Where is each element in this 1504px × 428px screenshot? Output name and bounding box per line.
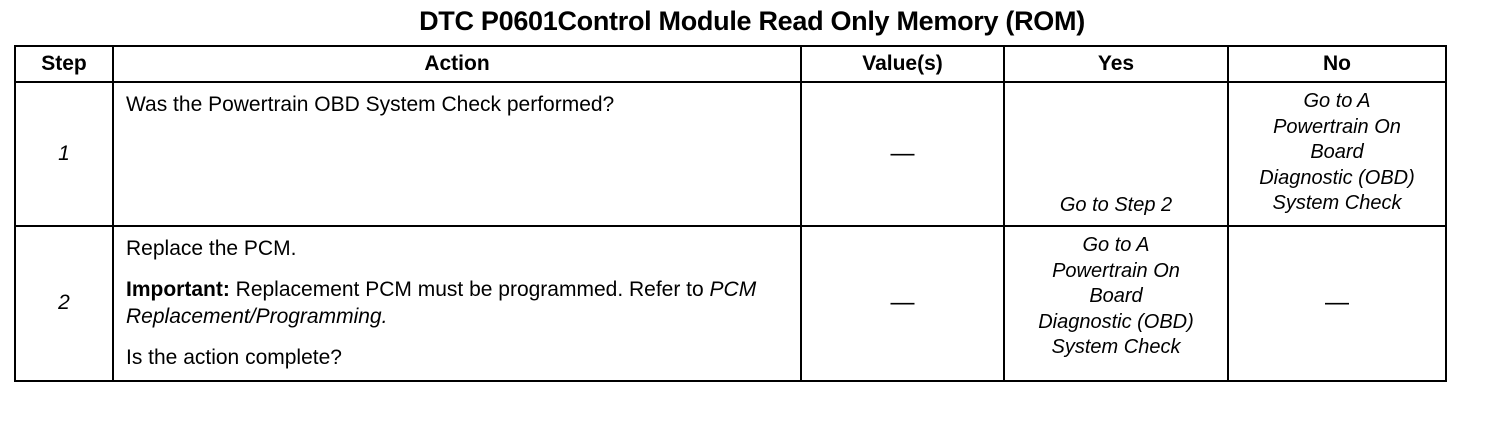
action-text: Replace the PCM. xyxy=(126,237,297,260)
branch-line: Diagnostic (OBD) xyxy=(1038,310,1194,333)
column-header-step: Step xyxy=(14,45,114,83)
no-dash: — xyxy=(1325,289,1349,317)
table-header-row: Step Action Value(s) Yes No xyxy=(14,45,1447,83)
branch-line: System Check xyxy=(1051,336,1181,359)
table-body: 1 Was the Powertrain OBD System Check pe… xyxy=(14,81,1447,382)
action-cell: Was the Powertrain OBD System Check perf… xyxy=(112,81,802,227)
no-cell: Go to A Powertrain On Board Diagnostic (… xyxy=(1227,81,1447,227)
branch-line: System Check xyxy=(1272,192,1402,215)
step-cell: 2 xyxy=(14,225,114,382)
action-text: Was the Powertrain OBD System Check perf… xyxy=(126,93,615,116)
branch-line: Board xyxy=(1310,141,1364,164)
yes-branch-text: Go to Step 2 xyxy=(1005,83,1227,225)
branch-line: Go to A xyxy=(1303,90,1371,112)
branch-line: Go to A xyxy=(1082,234,1150,256)
column-header-value: Value(s) xyxy=(800,45,1005,83)
value-dash: — xyxy=(890,289,915,317)
action-important-note: Important: Replacement PCM must be progr… xyxy=(126,276,790,331)
column-header-action: Action xyxy=(112,45,802,83)
page-title: DTC P0601Control Module Read Only Memory… xyxy=(419,6,1085,36)
step-cell: 1 xyxy=(14,81,114,227)
reference-italic: PCM Replacement/Programming. xyxy=(126,277,757,329)
step-number: 1 xyxy=(58,142,70,165)
yes-cell: Go to A Powertrain On Board Diagnostic (… xyxy=(1003,225,1229,382)
branch-line: Powertrain On xyxy=(1052,259,1180,282)
branch-line: Board xyxy=(1089,285,1143,308)
yes-cell: Go to Step 2 xyxy=(1003,81,1229,227)
important-text: Replacement PCM must be programmed. Refe… xyxy=(229,277,710,301)
step-number: 2 xyxy=(58,291,70,315)
branch-line: Powertrain On xyxy=(1273,115,1401,138)
no-cell: — xyxy=(1227,225,1447,382)
column-header-yes: Yes xyxy=(1003,45,1229,83)
no-branch-text: Go to A Powertrain On Board Diagnostic (… xyxy=(1229,83,1445,223)
diagnostic-table: Step Action Value(s) Yes No 1 Was the Po… xyxy=(14,45,1447,382)
value-cell: — xyxy=(800,225,1005,382)
table-row: 2 Replace the PCM. Important: Replacemen… xyxy=(14,225,1447,382)
action-question: Is the action complete? xyxy=(126,346,342,370)
column-header-no: No xyxy=(1227,45,1447,83)
table-header: Step Action Value(s) Yes No xyxy=(14,45,1447,83)
value-cell: — xyxy=(800,81,1005,227)
important-label: Important: xyxy=(126,277,230,301)
yes-branch-text: Go to A Powertrain On Board Diagnostic (… xyxy=(1005,227,1227,367)
table-row: 1 Was the Powertrain OBD System Check pe… xyxy=(14,81,1447,227)
action-cell: Replace the PCM. Important: Replacement … xyxy=(112,225,802,382)
branch-line: Diagnostic (OBD) xyxy=(1259,166,1415,189)
value-dash: — xyxy=(890,140,915,167)
branch-line: Go to Step 2 xyxy=(1059,194,1173,217)
